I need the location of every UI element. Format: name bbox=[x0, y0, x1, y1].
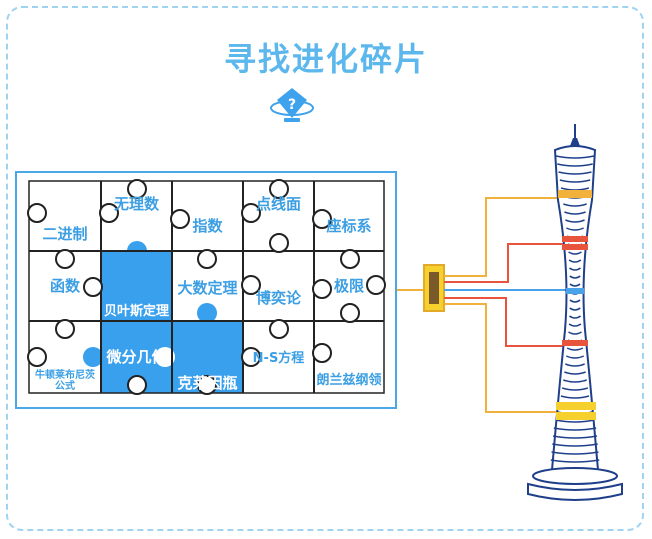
canton-tower-icon bbox=[527, 124, 623, 501]
tower-ring bbox=[569, 275, 581, 279]
tower-ring bbox=[569, 267, 581, 271]
tower-ring bbox=[569, 307, 581, 311]
tower-ring bbox=[569, 283, 581, 287]
tower-ring bbox=[555, 419, 595, 423]
tower-ring bbox=[563, 379, 587, 383]
tower-ring bbox=[558, 171, 592, 175]
tower-ring bbox=[565, 355, 585, 359]
tower-ring bbox=[559, 179, 591, 183]
tower-ring bbox=[565, 363, 585, 367]
tower-ring bbox=[564, 211, 586, 215]
tower-ring bbox=[568, 323, 582, 327]
highlight-piece-bayes bbox=[101, 251, 172, 321]
tower-ring bbox=[553, 427, 597, 431]
tower-ring bbox=[565, 219, 585, 223]
puzzle-piece-label[interactable]: 朗兰兹纲领 bbox=[316, 372, 382, 388]
tower-ring bbox=[555, 155, 595, 159]
tower-ring bbox=[550, 459, 600, 463]
tower-ring bbox=[552, 435, 598, 439]
svg-text:?: ? bbox=[288, 97, 296, 113]
puzzle-piece-label[interactable]: 函数 bbox=[49, 276, 80, 295]
tower-ring bbox=[561, 387, 589, 391]
tower-ring bbox=[551, 451, 599, 455]
puzzle-grid bbox=[27, 179, 386, 395]
tower-ring bbox=[568, 331, 582, 335]
tower-ring bbox=[566, 227, 584, 231]
puzzle-piece-label[interactable]: 指数 bbox=[192, 216, 223, 235]
page-frame bbox=[6, 6, 644, 531]
tower-ring bbox=[569, 315, 581, 319]
puzzle-piece-label[interactable]: 贝叶斯定理 bbox=[103, 303, 169, 319]
tower-ring bbox=[560, 395, 590, 399]
puzzle-piece-label[interactable]: 无理数 bbox=[113, 194, 159, 213]
puzzle-board: 二进制 无理数指数 点线面座标系函数贝叶斯定理大数定理博奕论 极限牛顿莱布尼茨公式微分… bbox=[15, 171, 397, 409]
tower-ring bbox=[568, 251, 582, 255]
page-title: 寻找进化碎片 bbox=[223, 40, 428, 78]
puzzle-piece-label[interactable]: 微分几何 bbox=[106, 347, 167, 366]
puzzle-piece-label[interactable]: 克莱因瓶 bbox=[177, 373, 238, 392]
puzzle-piece-label[interactable]: 座标系 bbox=[326, 216, 372, 235]
tower-ring bbox=[552, 443, 598, 447]
tower-ring bbox=[566, 347, 584, 351]
question-mark-badge-icon: ? bbox=[270, 88, 314, 122]
tower-ring bbox=[569, 299, 581, 303]
puzzle-piece-label[interactable]: 牛顿莱布尼茨公式 bbox=[35, 370, 95, 392]
tower-ring bbox=[563, 203, 587, 207]
tower-ring bbox=[564, 371, 586, 375]
connector-plug-icon bbox=[423, 264, 445, 312]
tower-ring bbox=[568, 259, 582, 263]
puzzle-piece-label[interactable]: 二进制 bbox=[42, 224, 88, 243]
puzzle-piece-label[interactable]: 极限 bbox=[333, 276, 364, 295]
puzzle-piece-label[interactable]: N-S方程 bbox=[252, 350, 305, 366]
puzzle-piece-label[interactable]: 博奕论 bbox=[255, 288, 301, 307]
puzzle-piece-label[interactable]: 大数定理 bbox=[177, 278, 238, 297]
puzzle-piece-label[interactable]: 点线面 bbox=[255, 194, 301, 213]
tower-ring bbox=[557, 163, 593, 167]
